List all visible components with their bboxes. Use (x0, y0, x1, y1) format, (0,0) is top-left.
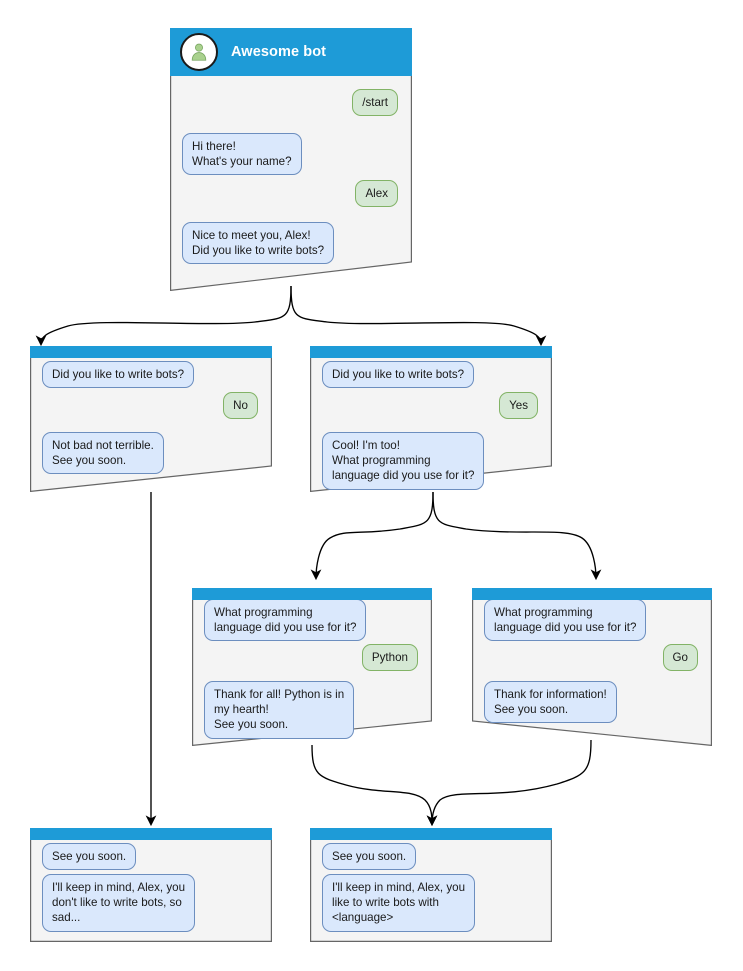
edge-python-to-end-yes (311, 744, 438, 827)
user-message-bubble: Alex (355, 180, 398, 208)
message-row: See you soon. (322, 843, 538, 871)
card-end-no-header (30, 828, 272, 840)
message-row: Thank for information! See you soon. (484, 681, 698, 724)
message-row: Yes (324, 392, 538, 420)
user-message-bubble: No (223, 392, 258, 420)
bot-message-bubble: See you soon. (322, 843, 417, 871)
message-row: Did you like to write bots? (322, 361, 538, 389)
message-row: Cool! I'm too! What programming language… (322, 432, 538, 490)
card-no-branch[interactable]: Did you like to write bots? No Not bad n… (30, 346, 272, 492)
card-python-branch-header (192, 588, 432, 600)
bot-message-bubble: What programming language did you use fo… (484, 599, 647, 642)
bot-message-bubble: Thank for all! Python is in my hearth! S… (204, 681, 355, 739)
user-message-bubble: Python (361, 644, 418, 672)
user-message-bubble: Yes (499, 392, 538, 420)
card-root-header: Awesome bot (170, 28, 412, 76)
person-icon (191, 43, 207, 61)
card-root[interactable]: Awesome bot /start Hi there! What's your… (170, 28, 412, 291)
message-row: Not bad not terrible. See you soon. (42, 432, 258, 475)
card-python-branch[interactable]: What programming language did you use fo… (192, 588, 432, 746)
message-row: Go (486, 644, 698, 672)
card-end-yes-header (310, 828, 552, 840)
user-message-bubble: /start (352, 89, 398, 117)
message-row: Thank for all! Python is in my hearth! S… (204, 681, 418, 739)
card-go-branch-header (472, 588, 712, 600)
message-row: Hi there! What's your name? (182, 133, 398, 176)
bot-message-bubble: See you soon. (42, 843, 137, 871)
message-row: Did you like to write bots? (42, 361, 258, 389)
bot-message-bubble: Cool! I'm too! What programming language… (322, 432, 485, 490)
edge-yes-to-go (432, 491, 602, 581)
message-row: Alex (184, 180, 398, 208)
bot-message-bubble: Not bad not terrible. See you soon. (42, 432, 164, 475)
bot-message-bubble: I'll keep in mind, Alex, you don't like … (42, 874, 196, 932)
bot-message-bubble: Thank for information! See you soon. (484, 681, 617, 724)
edge-go-to-end-yes (426, 739, 592, 827)
message-row: Python (206, 644, 418, 672)
message-row: See you soon. (42, 843, 258, 871)
edge-root-to-yes (290, 285, 547, 347)
card-no-branch-header (30, 346, 272, 358)
edge-root-to-no (35, 285, 292, 347)
message-row: No (44, 392, 258, 420)
edge-yes-to-python (310, 491, 434, 581)
message-row: /start (184, 89, 398, 117)
message-row: Nice to meet you, Alex! Did you like to … (182, 222, 398, 265)
message-row: I'll keep in mind, Alex, you don't like … (42, 874, 258, 932)
card-end-yes[interactable]: See you soon. I'll keep in mind, Alex, y… (310, 828, 552, 942)
message-row: I'll keep in mind, Alex, you like to wri… (322, 874, 538, 932)
user-message-bubble: Go (662, 644, 698, 672)
message-row: What programming language did you use fo… (204, 599, 418, 642)
card-yes-branch-header (310, 346, 552, 358)
bot-message-bubble: What programming language did you use fo… (204, 599, 367, 642)
bot-message-bubble: Nice to meet you, Alex! Did you like to … (182, 222, 335, 265)
card-end-no[interactable]: See you soon. I'll keep in mind, Alex, y… (30, 828, 272, 942)
bot-message-bubble: Hi there! What's your name? (182, 133, 302, 176)
bot-message-bubble: Did you like to write bots? (42, 361, 195, 389)
card-yes-branch[interactable]: Did you like to write bots? Yes Cool! I'… (310, 346, 552, 492)
bot-message-bubble: I'll keep in mind, Alex, you like to wri… (322, 874, 476, 932)
message-row: What programming language did you use fo… (484, 599, 698, 642)
bot-avatar-icon (180, 33, 218, 71)
bot-name-label: Awesome bot (231, 44, 327, 60)
card-go-branch[interactable]: What programming language did you use fo… (472, 588, 712, 746)
bot-message-bubble: Did you like to write bots? (322, 361, 475, 389)
